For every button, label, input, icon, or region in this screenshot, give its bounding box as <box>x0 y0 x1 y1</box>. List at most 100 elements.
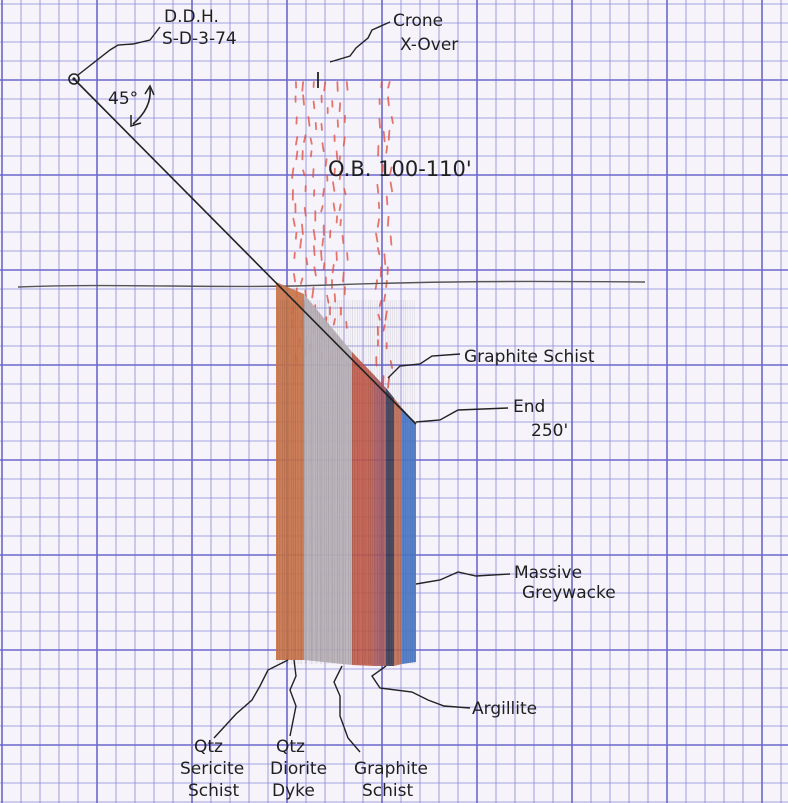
crossover-dash <box>322 188 325 197</box>
crossover-dash <box>375 232 379 243</box>
graphite-schist-top-leader <box>387 353 461 379</box>
crossover-dash <box>335 150 339 160</box>
pencil-stroke <box>301 299 303 665</box>
crossover-dash <box>378 117 381 129</box>
crossover-dash <box>313 266 317 277</box>
crossover-dash <box>299 238 303 249</box>
crossover-dash <box>303 206 307 217</box>
pencil-stroke <box>327 299 329 665</box>
pencil-stroke <box>316 299 318 665</box>
crossover-dash <box>305 257 309 266</box>
ground-surface-line <box>17 280 646 288</box>
crossover-dash <box>332 318 336 326</box>
graphite-schist-unit-lower <box>352 352 374 666</box>
hole-name-line1: D.D.H. <box>164 7 219 27</box>
argillite-leader <box>371 665 471 709</box>
dip-arrow-top <box>144 84 155 96</box>
crossover-dash <box>332 202 336 212</box>
hole-name-line2: S-D-3-74 <box>162 29 237 49</box>
graphite-schist-bottom-label-l1: Graphite <box>354 759 428 779</box>
graphite-schist-bottom-leader <box>333 665 361 753</box>
crossover-dash <box>301 81 305 92</box>
crossover-dash <box>378 299 383 307</box>
collar-dot <box>72 77 76 81</box>
pencil-stroke <box>345 299 347 665</box>
crossover-dash <box>377 313 381 321</box>
graphite-schist-unit-upper <box>374 375 386 666</box>
qtz-diorite-dyke-label-l1: Qtz <box>276 737 305 757</box>
qtz-sericite-schist-label-l3: Schist <box>188 781 239 801</box>
crossover-dash <box>294 232 298 240</box>
pencil-shading <box>277 299 415 665</box>
crossover-dash <box>387 96 390 107</box>
qtz-sericite-schist-label-l1: Qtz <box>194 737 223 757</box>
crossover-dash <box>309 137 313 145</box>
pencil-stroke <box>400 299 402 665</box>
massive-greywacke-unit-blue <box>402 408 416 664</box>
crossover-dash <box>338 102 342 113</box>
crossover-dash <box>320 249 323 261</box>
qtz-diorite-dyke-label-l2: Diorite <box>270 759 327 779</box>
pencil-stroke <box>299 299 301 665</box>
crossover-dash <box>292 217 296 227</box>
pencil-stroke <box>293 299 295 665</box>
crossover-dash <box>376 218 380 228</box>
crossover-dash <box>321 237 325 247</box>
qtz-sericite-schist-label-l2: Sericite <box>180 759 244 779</box>
crossover-dash <box>310 150 313 158</box>
end-of-hole-label-line2: 250' <box>531 421 568 441</box>
crossover-label-line1: Crone <box>393 11 443 31</box>
qtz-sericite-schist-unit <box>276 282 304 660</box>
collar-marker <box>68 73 80 85</box>
crossover-leader <box>329 21 391 63</box>
crossover-dash <box>323 81 327 92</box>
end-of-hole-label-line1: End <box>513 397 545 417</box>
crossover-dash <box>331 264 335 274</box>
crossover-dash <box>303 134 307 143</box>
crossover-dash <box>389 166 393 175</box>
drill-hole-trace <box>73 78 417 425</box>
pencil-stroke <box>312 299 314 665</box>
lithology-columns <box>276 282 416 666</box>
dip-angle-label: 45° <box>108 89 138 109</box>
crossover-dash <box>324 158 328 167</box>
crossover-dash <box>326 294 330 304</box>
argillite-label: Argillite <box>472 699 537 719</box>
pencil-stroke <box>380 299 382 665</box>
pencil-stroke <box>396 299 398 665</box>
qtz-diorite-dyke-unit <box>304 294 352 665</box>
pencil-stroke <box>279 299 281 665</box>
crossover-dash <box>382 324 386 332</box>
crossover-dash <box>389 360 393 369</box>
crossover-dash <box>345 81 349 91</box>
crossover-dash <box>374 279 378 290</box>
dip-arrow-bottom <box>130 115 142 128</box>
crossover-dash <box>339 218 342 227</box>
crossover-dash <box>389 235 393 246</box>
massive-greywacke-leader <box>415 571 511 585</box>
end-of-hole-leader <box>415 407 509 423</box>
crossover-dash <box>383 293 387 302</box>
overburden-label: O.B. 100-110' <box>328 157 472 181</box>
crossover-dash <box>301 223 304 235</box>
crossover-dash <box>322 262 326 271</box>
graphite-schist-top-label: Graphite Schist <box>464 347 595 367</box>
crossover-dash <box>295 150 299 161</box>
hole-label-leader <box>77 26 161 76</box>
qtz-diorite-dyke-label-l3: Dyke <box>272 781 315 801</box>
crossover-dash <box>383 253 387 266</box>
crossover-dash <box>387 377 390 389</box>
crossover-dash <box>386 215 390 227</box>
crossover-dash <box>380 81 383 89</box>
crossover-dash <box>338 170 342 180</box>
crossover-dash <box>377 247 381 256</box>
crossover-dash <box>389 181 393 193</box>
dip-angle-arc <box>132 87 151 125</box>
pencil-stroke <box>391 299 393 665</box>
crossover-dash <box>307 116 311 127</box>
crossover-dash <box>342 136 346 147</box>
crossover-dash <box>390 116 394 125</box>
crossover-dash <box>312 229 316 241</box>
crossover-dash <box>338 155 342 163</box>
